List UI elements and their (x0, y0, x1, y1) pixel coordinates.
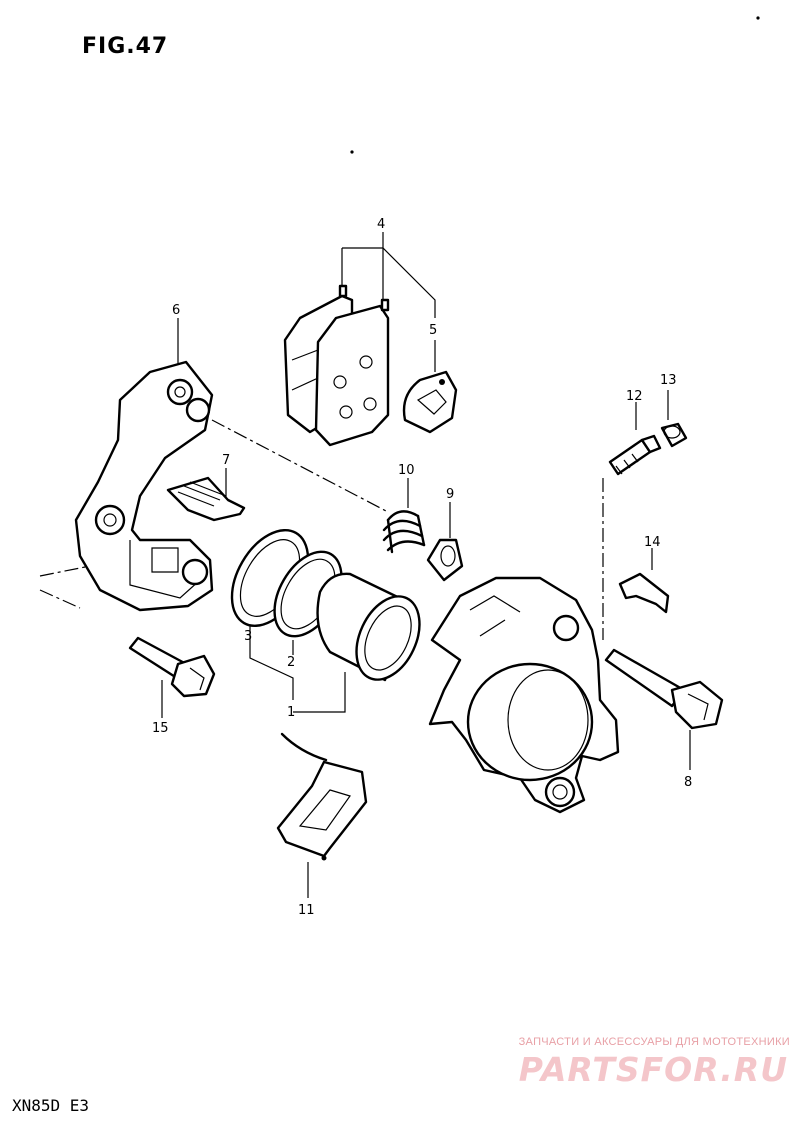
callout-12: 12 (626, 389, 643, 404)
pad-retainer-clip (618, 572, 670, 614)
watermark-logo: PARTSFOR.RU (518, 1050, 788, 1089)
callout-6: 6 (172, 303, 180, 318)
coil-spring (382, 510, 426, 554)
callout-4: 4 (377, 217, 385, 232)
callout-15: 15 (152, 721, 169, 736)
callout-8: 8 (684, 775, 692, 790)
callout-1: 1 (287, 705, 295, 720)
bracket-bolt (128, 636, 216, 698)
caliper-bracket (74, 360, 214, 612)
caliper-body (428, 576, 620, 814)
dot-mark (350, 150, 354, 154)
brake-pad-set (283, 284, 390, 447)
caliper-piston (316, 572, 421, 682)
bleeder-cap (660, 422, 688, 448)
leader-lines (39, 232, 691, 898)
callout-10: 10 (398, 463, 415, 478)
pad-spring (166, 476, 246, 522)
bleeder-screw (608, 434, 662, 476)
callout-7: 7 (222, 453, 230, 468)
pad-cover (276, 732, 368, 861)
pad-shim (402, 370, 458, 434)
figure-title: FIG.47 (82, 34, 169, 59)
callout-labels: 1 2 3 4 5 6 7 8 9 10 11 12 13 14 15 (152, 217, 692, 918)
callout-2: 2 (287, 655, 295, 670)
slide-pin-bolt (604, 648, 724, 730)
callout-11: 11 (298, 903, 315, 918)
callout-3: 3 (244, 629, 252, 644)
dot-mark (756, 16, 760, 20)
callout-13: 13 (660, 373, 677, 388)
pin-boot (426, 538, 464, 582)
callout-5: 5 (429, 323, 437, 338)
model-code: XN85D E3 (12, 1096, 90, 1115)
callout-9: 9 (446, 487, 454, 502)
callout-14: 14 (644, 535, 661, 550)
watermark-caption: ЗАПЧАСТИ И АКСЕССУАРЫ ДЛЯ МОТОТЕХНИКИ (518, 1036, 790, 1048)
